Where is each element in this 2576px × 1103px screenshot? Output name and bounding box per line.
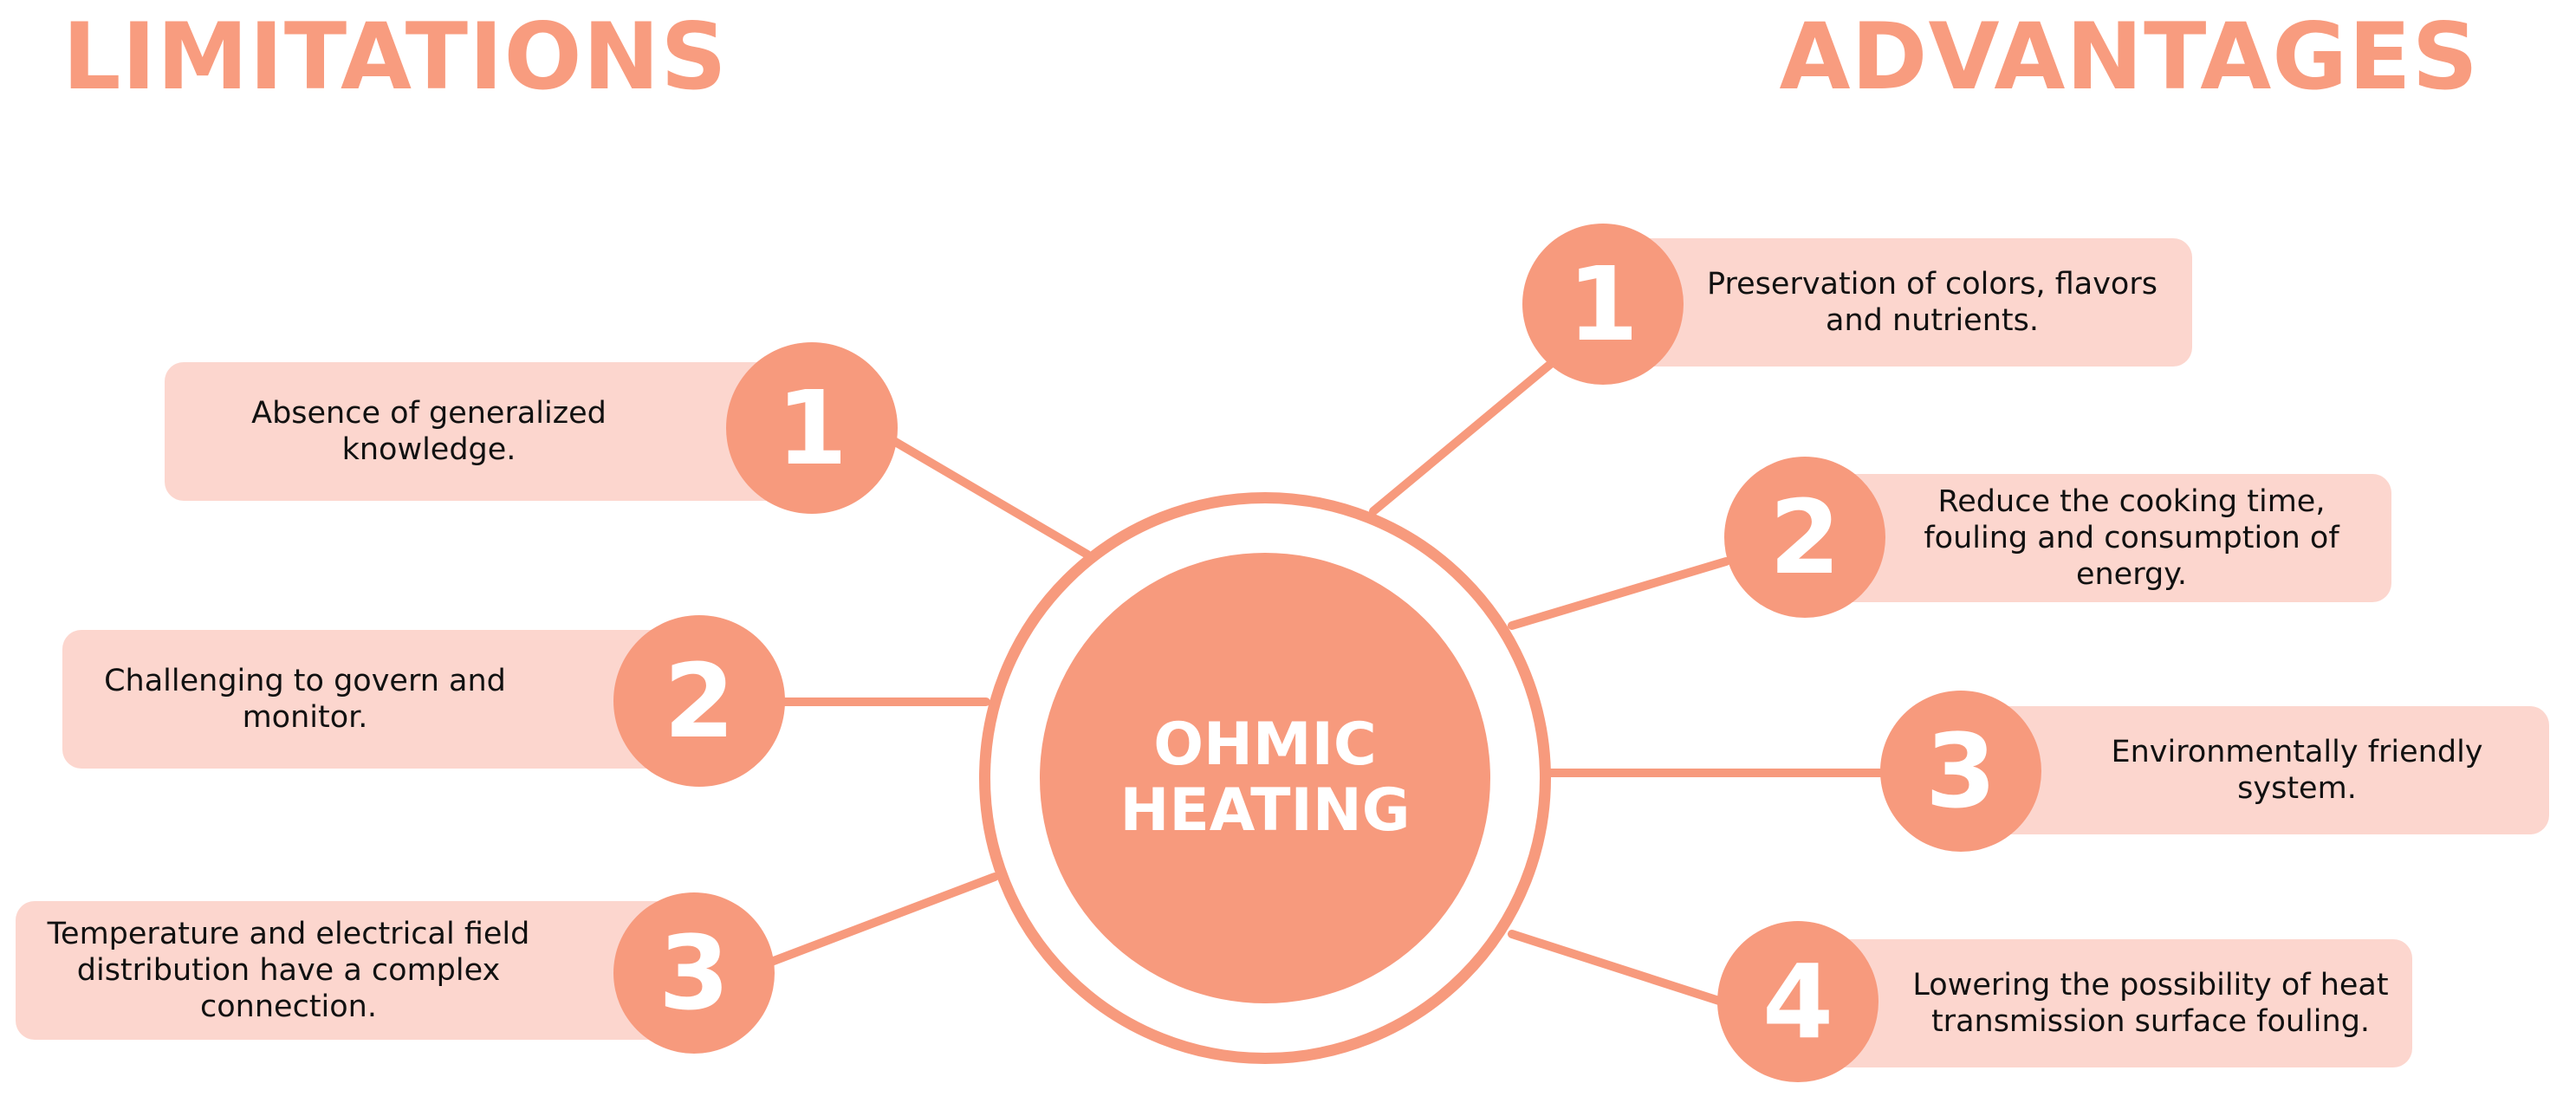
connector-advantage-1 <box>1369 358 1557 516</box>
limitation-number-3: 3 <box>613 892 775 1054</box>
advantages-heading: ADVANTAGES <box>1779 3 2479 110</box>
advantage-box-1: Preservation of colors, flavors and nutr… <box>1620 238 2192 367</box>
advantage-box-4: Lowering the possibility of heat transmi… <box>1820 939 2412 1067</box>
limitation-box-3: Temperature and electrical field distrib… <box>16 901 674 1040</box>
advantage-text-3: Environmentally friendly system. <box>2111 735 2483 806</box>
limitation-number-2: 2 <box>613 615 785 787</box>
limitation-box-2: Challenging to govern and monitor. <box>62 630 721 769</box>
connector-limitation-1 <box>888 436 1092 559</box>
advantage-text-1: Preservation of colors, flavors and nutr… <box>1707 267 2157 338</box>
advantage-number-1: 1 <box>1522 224 1684 385</box>
connector-advantage-4 <box>1508 930 1729 1007</box>
center-hub: OHMIC HEATING <box>1040 553 1490 1003</box>
advantage-text-2: Reduce the cooking time, fouling and con… <box>1924 484 2339 592</box>
limitation-box-1: Absence of generalized knowledge. <box>165 362 823 501</box>
advantage-number-3: 3 <box>1880 691 2041 852</box>
limitation-text-3: Temperature and electrical field distrib… <box>47 917 530 1024</box>
advantage-box-2: Reduce the cooking time, fouling and con… <box>1820 474 2391 602</box>
advantage-number-2: 2 <box>1724 457 1885 618</box>
advantage-box-3: Environmentally friendly system. <box>1967 706 2549 834</box>
limitation-text-1: Absence of generalized knowledge. <box>251 396 607 467</box>
advantage-text-4: Lowering the possibility of heat transmi… <box>1912 968 2389 1039</box>
limitation-text-2: Challenging to govern and monitor. <box>104 664 506 735</box>
center-label: OHMIC HEATING <box>1119 710 1411 845</box>
limitation-number-1: 1 <box>726 342 898 514</box>
connector-limitation-3 <box>762 873 999 968</box>
advantage-number-4: 4 <box>1717 921 1878 1082</box>
limitations-heading: LIMITATIONS <box>62 3 728 110</box>
connector-advantage-2 <box>1508 557 1730 630</box>
